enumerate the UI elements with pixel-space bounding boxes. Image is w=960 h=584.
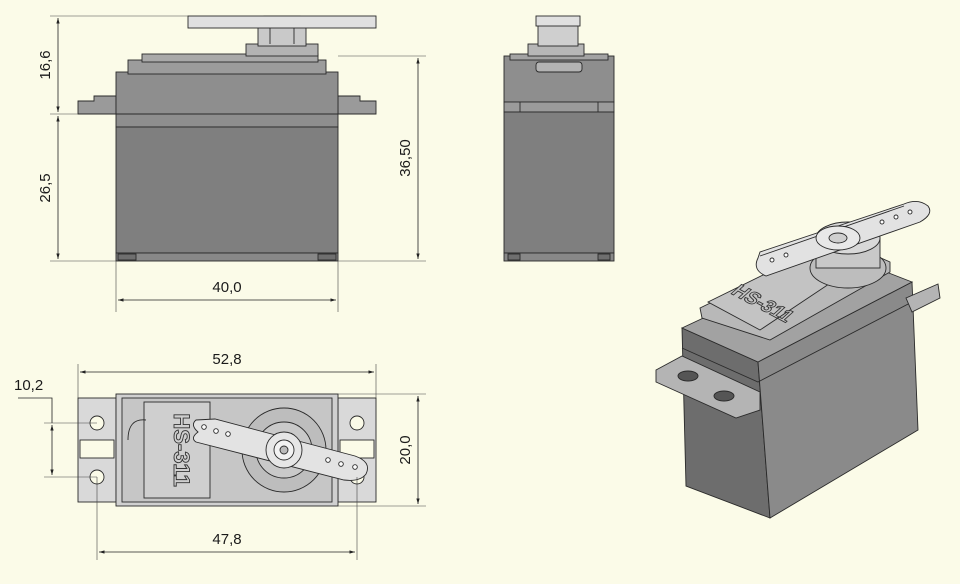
dim-flange-width: 52,8 (212, 351, 241, 368)
dim-body-height: 26,5 (37, 173, 54, 202)
dim-total-height: 36,50 (397, 139, 414, 177)
dim-hole-spacing-horizontal: 47,8 (212, 531, 241, 548)
isometric-view: HS-311 (655, 201, 941, 519)
front-view-dimensions: 16,6 26,5 36,50 40,0 (37, 15, 426, 312)
dim-body-width: 40,0 (212, 279, 241, 296)
side-view (503, 15, 615, 262)
dim-hole-spacing-vertical: 10,2 (14, 377, 43, 394)
foot-left (117, 253, 137, 261)
side-lower-case (503, 111, 615, 254)
dim-body-depth: 20,0 (397, 435, 414, 464)
top-view: HS-311 (77, 393, 377, 507)
iso-back-flange (905, 283, 941, 313)
foot-right (317, 253, 337, 261)
model-label-top: HS-311 (169, 413, 194, 486)
dim-horn-height: 16,6 (37, 50, 54, 79)
servo-horn (187, 15, 377, 29)
side-horn (535, 15, 581, 27)
front-view (77, 15, 377, 262)
upper-case (115, 71, 339, 128)
lower-case (115, 126, 339, 254)
iso-front-flange (655, 355, 761, 419)
top-view-dimensions: 52,8 10,2 20,0 47,8 (14, 351, 426, 560)
bottom-cap (115, 252, 339, 262)
case-top-lid (141, 53, 319, 63)
label-plate (143, 401, 211, 499)
mount-hole (349, 415, 365, 431)
side-flange-band (503, 101, 615, 113)
right-flange (337, 95, 377, 115)
left-flange (77, 95, 117, 115)
